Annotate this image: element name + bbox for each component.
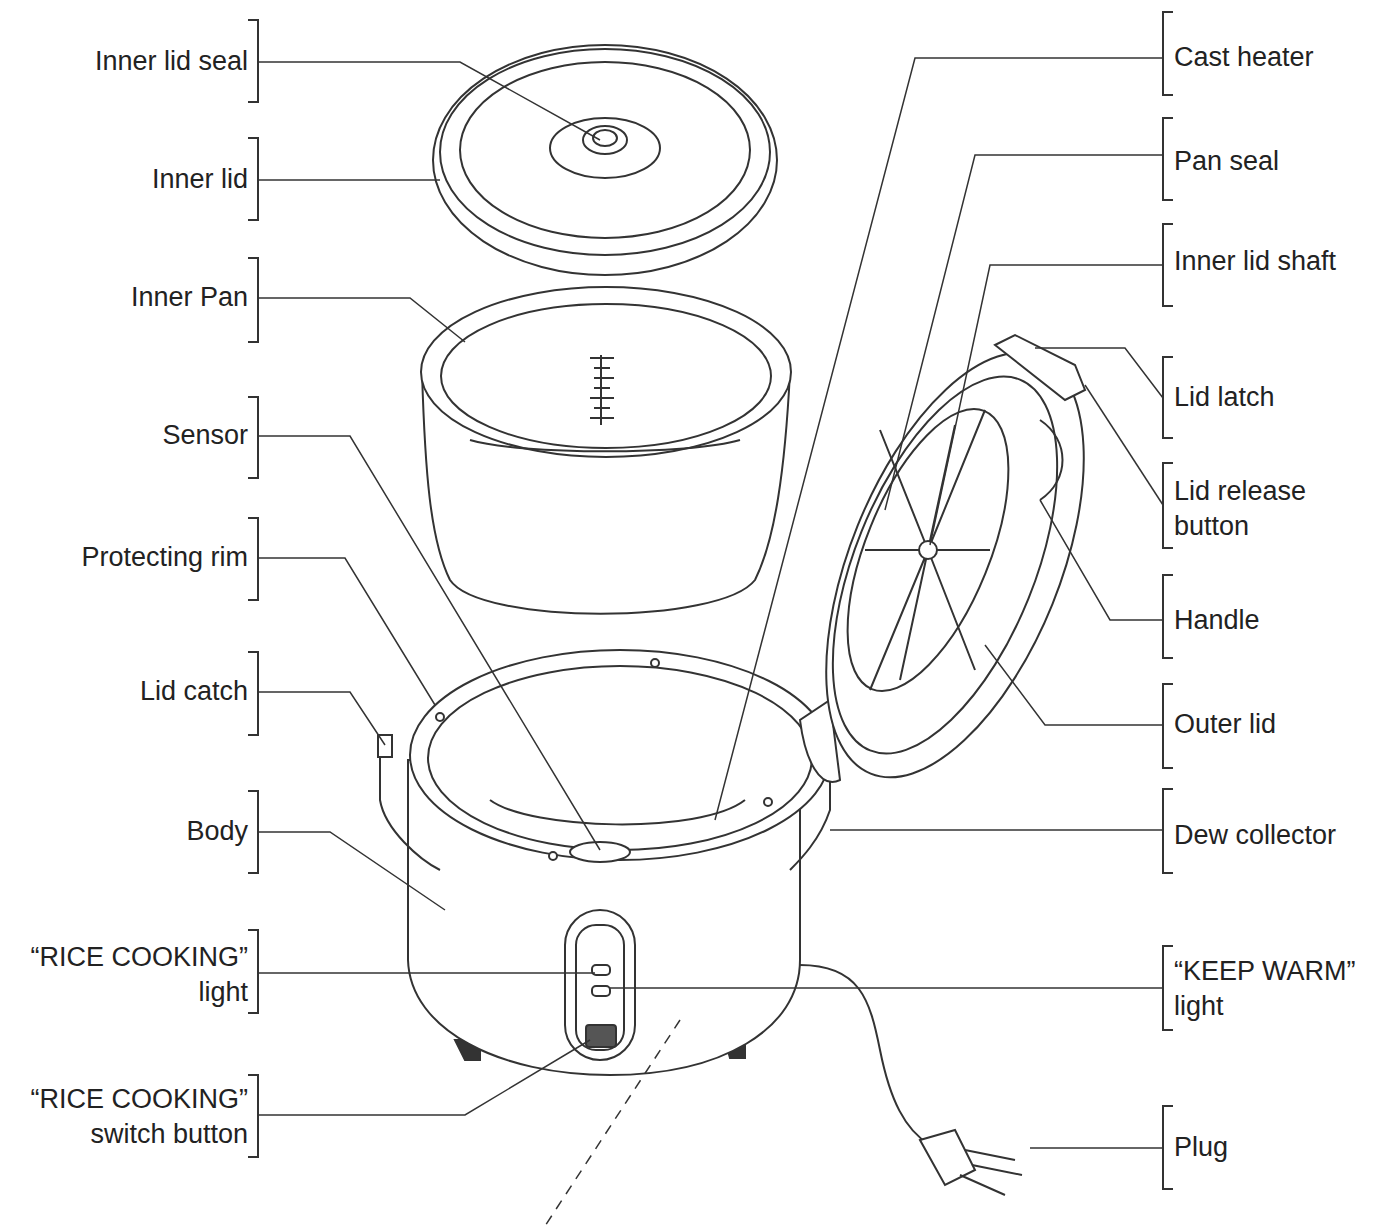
part-label: “RICE COOKING” switch button bbox=[3, 1082, 248, 1152]
leader-line bbox=[258, 179, 440, 181]
inner-lid-ring bbox=[460, 62, 750, 238]
left-brackets bbox=[248, 20, 258, 1157]
rim-screw bbox=[651, 659, 659, 667]
protecting-rim bbox=[410, 650, 830, 860]
plug-body bbox=[920, 1130, 975, 1185]
inner-lid bbox=[433, 45, 777, 275]
inner-lid-center bbox=[550, 118, 660, 178]
inner-lid-rim bbox=[440, 49, 770, 255]
leader-line bbox=[930, 265, 1163, 545]
plug-prongs bbox=[960, 1150, 1022, 1195]
leader-line bbox=[258, 298, 465, 342]
lid-spokes bbox=[865, 410, 990, 690]
leader-line bbox=[1085, 385, 1163, 505]
inner-pan bbox=[421, 287, 791, 614]
part-label: Sensor bbox=[8, 418, 248, 453]
rim-screw bbox=[764, 798, 772, 806]
part-label: Protecting rim bbox=[8, 540, 248, 575]
keep-warm-light bbox=[592, 986, 610, 996]
leader-line bbox=[1035, 348, 1163, 398]
handle bbox=[1040, 420, 1063, 500]
part-label: Handle bbox=[1174, 603, 1384, 638]
leader-line bbox=[1030, 1147, 1163, 1149]
part-label: Inner lid seal bbox=[8, 44, 248, 79]
inner-pan-bottom bbox=[470, 440, 740, 451]
leader-line bbox=[258, 972, 595, 974]
leader-line bbox=[258, 436, 600, 850]
part-label: Dew collector bbox=[1174, 818, 1384, 853]
part-label: Inner Pan bbox=[8, 280, 248, 315]
leader-line bbox=[830, 829, 1163, 831]
control-panel bbox=[565, 910, 635, 1060]
cast-heater bbox=[490, 800, 745, 824]
power-cord bbox=[800, 965, 930, 1145]
part-label: Inner lid shaft bbox=[1174, 244, 1384, 279]
cord-and-plug bbox=[800, 965, 1022, 1195]
leader-line bbox=[885, 155, 1163, 510]
part-label: Inner lid bbox=[8, 162, 248, 197]
leader-line bbox=[985, 645, 1163, 725]
leader-lines bbox=[258, 58, 1163, 1226]
sensor bbox=[570, 842, 630, 862]
part-label: Lid latch bbox=[1174, 380, 1384, 415]
leader-line bbox=[258, 1040, 590, 1115]
inner-lid-seal bbox=[583, 126, 627, 154]
switch-button bbox=[586, 1025, 616, 1047]
rim-screw bbox=[436, 713, 444, 721]
part-label: Pan seal bbox=[1174, 144, 1384, 179]
leader-line bbox=[258, 832, 445, 910]
right-brackets bbox=[1163, 12, 1173, 1189]
part-label: Plug bbox=[1174, 1130, 1384, 1165]
part-label: “RICE COOKING” light bbox=[3, 940, 248, 1010]
leader-line bbox=[715, 58, 1163, 820]
lid-latch bbox=[995, 335, 1085, 400]
brackets bbox=[248, 12, 1173, 1189]
leader-line bbox=[610, 987, 1163, 989]
leader-line bbox=[1040, 500, 1163, 620]
part-label: Lid catch bbox=[8, 674, 248, 709]
part-label: Lid release button bbox=[1174, 474, 1354, 544]
dashed-line bbox=[545, 1020, 680, 1226]
outer-lid-plate bbox=[814, 388, 1041, 713]
outer-lid-inner bbox=[787, 346, 1104, 784]
inner-pan-inside bbox=[441, 304, 771, 448]
part-label: Body bbox=[8, 814, 248, 849]
inner-lid-outer bbox=[433, 45, 777, 275]
leader-line bbox=[258, 62, 600, 140]
part-label: Outer lid bbox=[1174, 707, 1384, 742]
part-label: Cast heater bbox=[1174, 40, 1384, 75]
leader-line bbox=[258, 692, 385, 745]
inner-pan-rim bbox=[421, 287, 791, 457]
water-scale bbox=[590, 355, 614, 425]
leader-line bbox=[258, 558, 435, 705]
rim-screw bbox=[549, 852, 557, 860]
part-label: “KEEP WARM” light bbox=[1174, 954, 1379, 1024]
body-opening bbox=[428, 666, 812, 850]
inner-lid-shaft bbox=[919, 541, 937, 559]
cooker-body bbox=[378, 650, 830, 1075]
